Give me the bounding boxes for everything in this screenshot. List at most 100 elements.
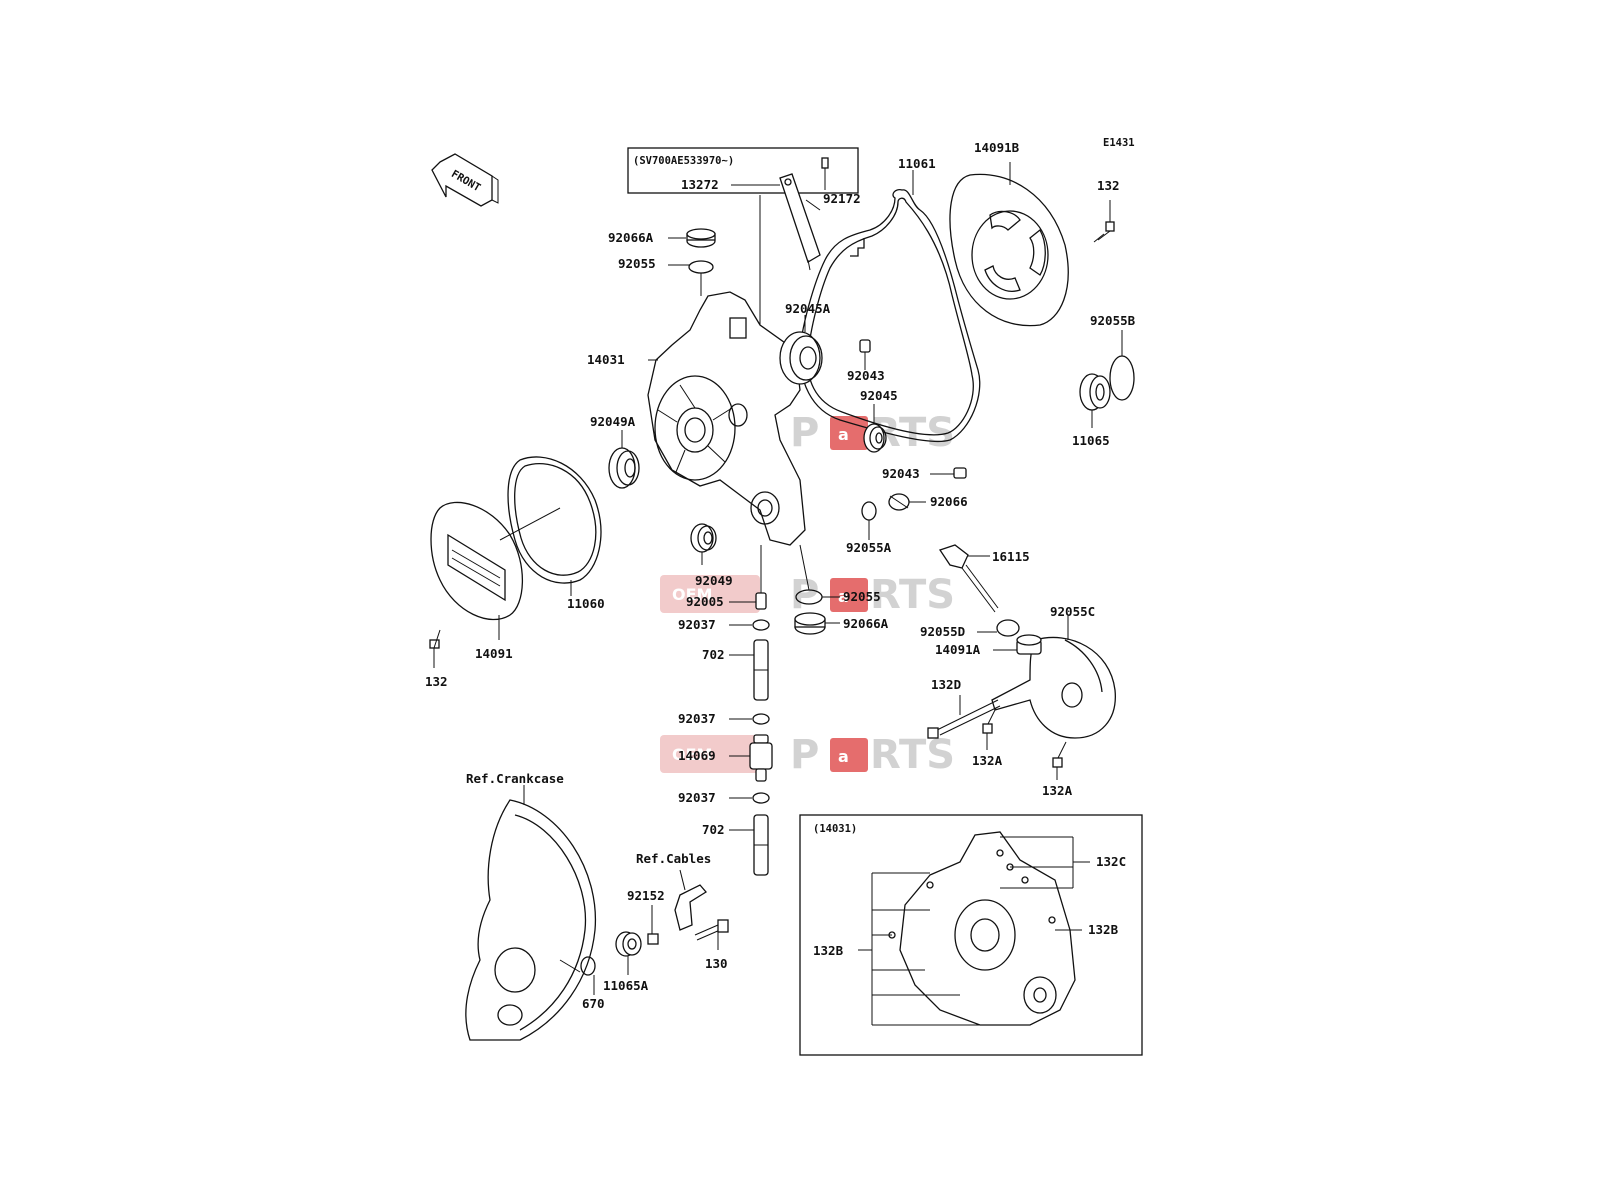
bearing-92045 [863,404,887,453]
label-92049A: 92049A [590,414,636,429]
oring-92055B [1109,330,1135,401]
label-132B-left: 132B [813,943,844,958]
label-11060: 11060 [567,596,605,611]
label-92066: 92066 [930,494,968,509]
label-92055A: 92055A [846,540,892,555]
label-14091B: 14091B [974,140,1020,155]
label-14091: 14091 [475,646,513,661]
bearing-92045A [779,315,823,385]
svg-text:a: a [838,587,849,606]
watermark-bottom: OEM P a RTS [660,732,955,778]
cap-92066A-top [668,228,716,248]
label-92055-top: 92055 [618,256,656,271]
label-11061: 11061 [898,156,936,171]
svg-text:OEM: OEM [672,585,712,604]
seal-11065 [1079,373,1111,428]
oring-92055-mid [795,544,840,605]
clamp-92037-a [729,619,770,631]
label-702-a: 702 [702,647,725,662]
bolt-130 [694,919,729,950]
oring-92055D [977,619,1020,637]
clamp-92037-c [729,792,770,804]
label-92005: 92005 [686,594,724,609]
cap-92066A-mid [794,612,840,635]
gasket-11061 [799,170,981,443]
label-92045A: 92045A [785,301,831,316]
label-92055C: 92055C [1050,604,1095,619]
cover-14091 [430,501,561,640]
cable-bracket [674,869,707,931]
label-16115: 16115 [992,549,1030,564]
label-132A-a: 132A [972,753,1003,768]
oilseal-92049A [608,430,640,489]
bolt-132A-a [982,707,997,750]
dipstick-16115 [938,544,999,613]
label-132-top: 132 [1097,178,1120,193]
label-ref-crankcase: Ref.Crankcase [466,771,564,786]
label-14031: 14031 [587,352,625,367]
oring-92055A [861,501,877,540]
gasket-11060 [507,456,602,596]
label-702-b: 702 [702,822,725,837]
label-670: 670 [582,996,605,1011]
oring-92055C [1064,616,1103,693]
label-92045: 92045 [860,388,898,403]
label-132-left: 132 [425,674,448,689]
bolt-132A-b [1052,741,1067,780]
seal-11065A [615,931,642,975]
label-92043-upper: 92043 [847,368,885,383]
cover-14091B [949,162,1069,327]
plug-92066 [888,493,926,511]
label-132D: 132D [931,677,961,692]
bolt-132-left [429,629,441,668]
label-92055B: 92055B [1090,313,1136,328]
dowel-92043-lower [930,467,967,479]
hose-702-a [729,639,769,701]
cover-14091A [991,634,1116,739]
label-92066A-mid: 92066A [843,616,889,631]
crankcase-reference [465,785,597,1041]
diagram-code: E1431 [1103,137,1135,149]
part-labels: 13272 92172 11061 14091B 132 92066A 9205… [425,140,1136,1011]
svg-text:P: P [790,732,819,778]
label-130: 130 [705,956,728,971]
front-direction-arrow: FRONT [431,153,499,207]
svg-text:RTS: RTS [870,572,955,618]
oring-92055-top [668,260,714,296]
svg-text:(14031): (14031) [813,823,857,835]
label-92037-c: 92037 [678,790,716,805]
label-132C: 132C [1096,854,1126,869]
svg-text:P: P [790,572,819,618]
inset-14031-box: (14031) [799,814,1143,1056]
svg-text:RTS: RTS [870,732,955,778]
label-92152: 92152 [627,888,665,903]
label-92172: 92172 [823,191,861,206]
label-92055-mid: 92055 [843,589,881,604]
pin-92152 [647,905,659,945]
label-92037-b: 92037 [678,711,716,726]
label-14069: 14069 [678,748,716,763]
label-13272: 13272 [681,177,719,192]
bolt-132-top [1093,200,1115,243]
dowel-92043-upper [859,339,871,370]
label-11065: 11065 [1072,433,1110,448]
label-11065A: 11065A [603,978,649,993]
label-92066A-top: 92066A [608,230,654,245]
label-92055D: 92055D [920,624,965,639]
bolt-132D [927,695,1001,739]
bolt-92172 [821,157,829,190]
label-92049: 92049 [695,573,733,588]
svg-text:a: a [838,425,849,444]
svg-text:P: P [790,410,819,456]
serial-note-box: (SV700AE533970~) [627,147,859,194]
watermark-middle: OEM P a RTS [660,572,955,618]
filter-14069 [729,734,773,782]
hose-702-b [729,814,769,876]
oilseal-92049 [690,523,717,565]
label-92037-a: 92037 [678,617,716,632]
label-132B-right: 132B [1088,922,1119,937]
label-132A-b: 132A [1042,783,1073,798]
fitting-92005 [729,545,767,610]
